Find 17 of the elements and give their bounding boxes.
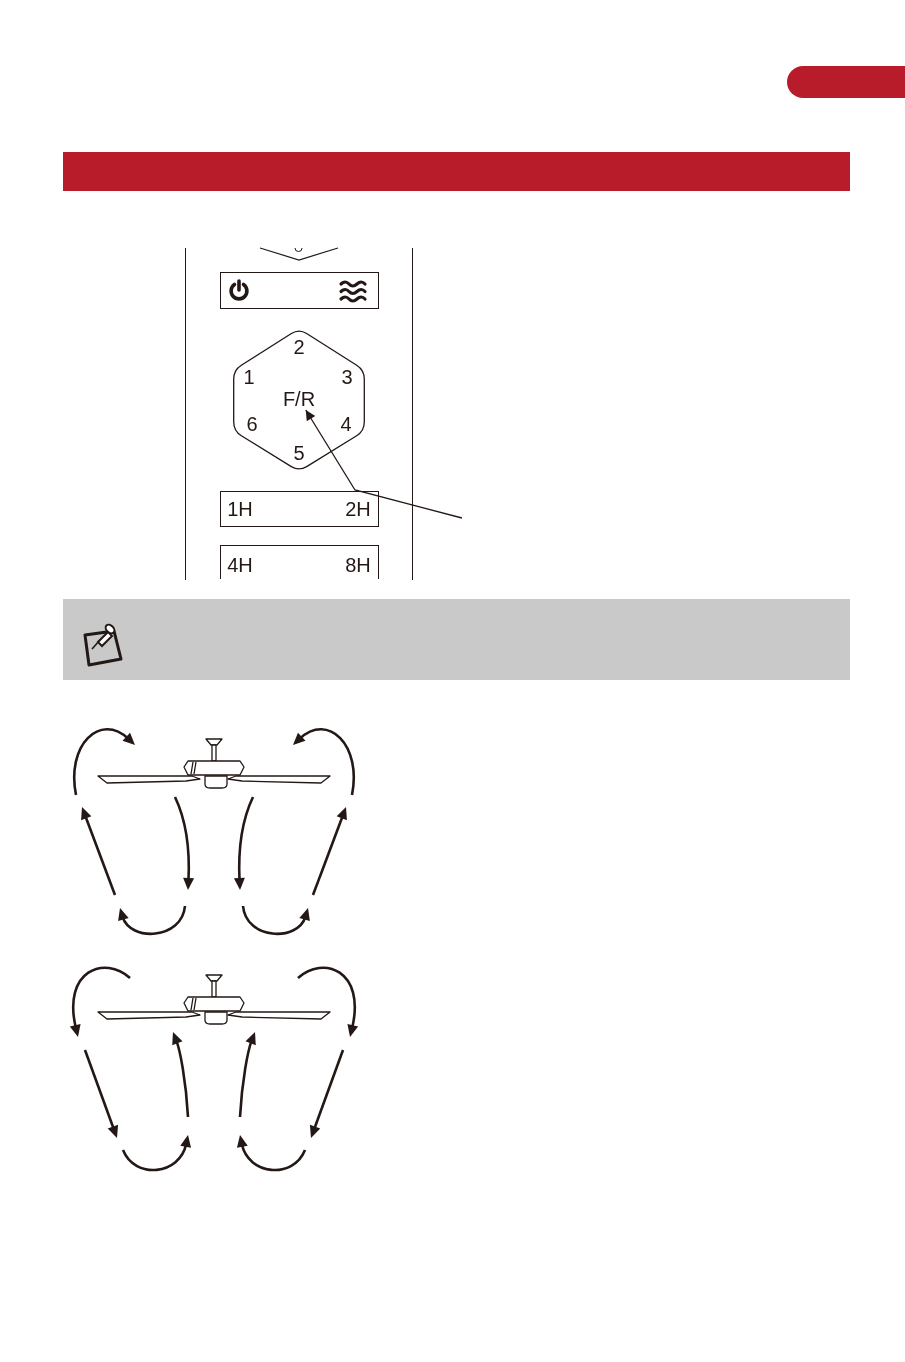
remote-body: [185, 248, 413, 580]
key-label: 6: [246, 414, 258, 434]
button-bar: [220, 272, 379, 309]
key-label: 2: [293, 337, 305, 357]
timer-button: [220, 545, 379, 579]
key-label: 1H: [227, 499, 253, 519]
key-label: 1: [243, 367, 255, 387]
timer-button: [220, 491, 379, 527]
hexagon-keypad: [233, 328, 365, 472]
key-label: 3: [341, 367, 353, 387]
key-label: 2H: [345, 499, 371, 519]
leader-line: [305, 409, 463, 519]
key-label: 8H: [345, 555, 371, 575]
key-label: F/R: [279, 388, 319, 410]
key-label: 4: [340, 414, 352, 434]
key-label: 5: [293, 443, 305, 463]
key-label: 4H: [227, 555, 253, 575]
